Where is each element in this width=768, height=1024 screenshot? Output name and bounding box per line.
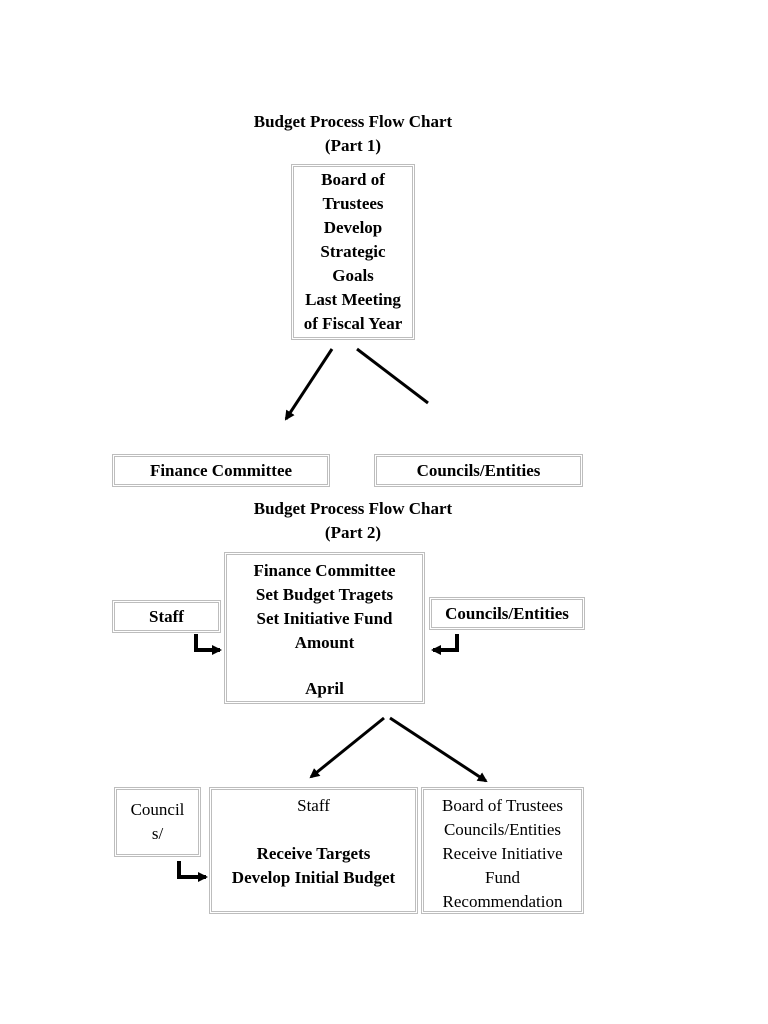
- board-strategic-goals-box: Board of Trustees Develop Strategic Goal…: [291, 164, 415, 340]
- councils-side-label: Councils/Entities: [445, 603, 569, 623]
- board-box-line: Trustees: [322, 194, 384, 213]
- staff-side-label: Staff: [149, 606, 184, 626]
- staff-box-header: Staff: [297, 796, 330, 815]
- arrow-board-to-finance: [284, 348, 334, 421]
- finance-committee-box: Finance Committee: [112, 454, 330, 487]
- line-board-to-councils: [356, 347, 429, 405]
- councils-partial-box: Council s/: [114, 787, 201, 857]
- finance-committee-targets-box: Finance Committee Set Budget Tragets Set…: [224, 552, 425, 704]
- part1-title-line2: (Part 1): [324, 136, 382, 155]
- part2-title-line1: Budget Process Flow Chart: [253, 499, 453, 518]
- arrow-center-to-staff: [309, 716, 385, 779]
- board2-box-line: Recommendation: [442, 892, 563, 911]
- board-box-line: of Fiscal Year: [303, 314, 403, 333]
- board2-box-line: Councils/Entities: [443, 820, 562, 839]
- board2-box-line: Fund: [485, 868, 520, 887]
- part1-title: Budget Process Flow Chart (Part 1): [0, 110, 706, 158]
- councils-entities-box: Councils/Entities: [374, 454, 583, 487]
- elbow-arrow-staff: [194, 634, 222, 655]
- staff-side-box: Staff: [112, 600, 221, 633]
- board2-box-line: Receive Initiative: [442, 844, 563, 863]
- center-box-line: April: [305, 679, 344, 698]
- board-box-line: Strategic: [320, 242, 386, 261]
- part2-title-line2: (Part 2): [324, 523, 382, 542]
- finance-committee-label: Finance Committee: [149, 460, 293, 480]
- councils-side-box: Councils/Entities: [429, 597, 585, 630]
- staff-receive-targets-box: Staff Receive Targets Develop Initial Bu…: [209, 787, 418, 914]
- councils-partial-line: s/: [151, 824, 164, 843]
- center-box-line: Finance Committee: [253, 561, 396, 580]
- staff-box-line: Develop Initial Budget: [231, 868, 396, 887]
- part2-title: Budget Process Flow Chart (Part 2): [0, 497, 706, 545]
- board-councils-initiative-box: Board of Trustees Councils/Entities Rece…: [421, 787, 584, 914]
- councils-partial-line: Council: [130, 800, 185, 819]
- board2-box-line: Board of Trustees: [442, 796, 563, 815]
- board-box-line: Last Meeting: [305, 290, 401, 309]
- center-box-line: Amount: [294, 633, 355, 652]
- elbow-arrow-councils-partial: [177, 861, 208, 882]
- staff-box-line: Receive Targets: [256, 844, 371, 863]
- councils-entities-label: Councils/Entities: [416, 460, 541, 480]
- elbow-arrow-councils: [431, 634, 459, 655]
- board-box-line: Goals: [332, 266, 374, 285]
- part1-title-line1: Budget Process Flow Chart: [253, 112, 453, 131]
- board-box-line: Develop: [323, 218, 383, 237]
- board-box-line: Board of: [321, 170, 385, 189]
- center-box-line: Set Budget Tragets: [255, 585, 394, 604]
- arrow-center-to-board: [389, 716, 488, 783]
- center-box-line: Set Initiative Fund: [256, 609, 393, 628]
